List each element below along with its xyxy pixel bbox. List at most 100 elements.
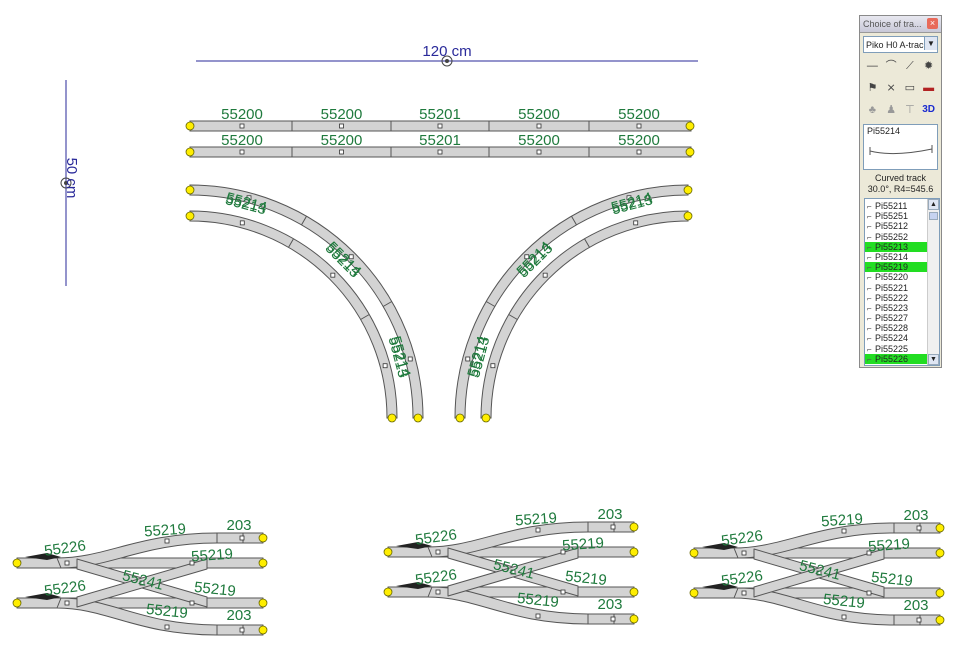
track-center-marker — [189, 600, 195, 606]
track-end-node[interactable] — [185, 147, 195, 157]
accessory-icon[interactable]: ▬ — [923, 82, 935, 94]
window-title-bar[interactable]: Choice of tra... × — [860, 16, 941, 33]
track-end-node[interactable] — [185, 185, 195, 195]
track-center-marker — [866, 550, 872, 556]
scroll-up-icon[interactable]: ▲ — [928, 199, 939, 210]
switch-motor-icon — [396, 542, 432, 549]
dimension-handle-icon[interactable] — [441, 55, 453, 67]
track-end-node[interactable] — [12, 558, 22, 568]
track-end-node[interactable] — [685, 147, 695, 157]
list-item[interactable]: ⌐Pi55223 — [865, 303, 927, 313]
track-end-node[interactable] — [689, 548, 699, 558]
track-label: 55200 — [321, 106, 363, 123]
manufacturer-select-value: Piko H0 A-track — [866, 39, 929, 50]
list-item[interactable]: ⌐Pi55220 — [865, 272, 927, 282]
list-item[interactable]: ⌐Pi55228 — [865, 323, 927, 333]
bridge-icon[interactable]: ⊤ — [905, 104, 915, 116]
manufacturer-select[interactable]: Piko H0 A-track ▼ — [863, 36, 938, 53]
track-end-node[interactable] — [683, 185, 693, 195]
track-type-icon: ⌐ — [867, 303, 872, 313]
track-center-marker — [535, 527, 541, 533]
straight-track-icon[interactable]: — — [866, 60, 878, 72]
track-end-node[interactable] — [629, 614, 639, 624]
track-end-node[interactable] — [629, 587, 639, 597]
close-icon[interactable]: × — [927, 18, 938, 29]
buffer-icon[interactable]: ▭ — [904, 82, 916, 94]
list-item-label: Pi55213 — [875, 241, 909, 252]
switch-icon[interactable]: ⟋ — [906, 60, 914, 72]
track-center-marker — [339, 123, 344, 129]
chevron-down-icon[interactable]: ▼ — [924, 37, 937, 50]
track-type-icon: ⌐ — [867, 354, 872, 364]
track-label: 203 — [597, 596, 622, 613]
track-end-node[interactable] — [258, 598, 268, 608]
list-item[interactable]: ⌐Pi55224 — [865, 333, 927, 343]
track-center-marker — [139, 580, 145, 586]
tree-icon[interactable]: ♣ — [868, 104, 876, 116]
track-end-node[interactable] — [383, 547, 393, 557]
description-line: 30.0°, R4=545.6 — [867, 184, 934, 194]
list-item[interactable]: ⌐Pi55251 — [865, 211, 927, 221]
list-item[interactable]: ⌐Pi55227 — [865, 313, 927, 323]
figure-icon[interactable]: ♟ — [886, 104, 897, 116]
list-item[interactable]: ⌐Pi55212 — [865, 221, 927, 231]
track-end-node[interactable] — [629, 522, 639, 532]
list-item-label: Pi55220 — [875, 272, 909, 283]
list-item[interactable]: ⌐Pi55222 — [865, 293, 927, 303]
scroll-thumb[interactable] — [929, 212, 938, 220]
track-end-node[interactable] — [935, 588, 945, 598]
track-part-list[interactable]: ⌐Pi55211⌐Pi55251⌐Pi55212⌐Pi55252⌐Pi55213… — [864, 198, 940, 366]
crossing-icon[interactable]: ⨯ — [886, 82, 896, 94]
track-end-node[interactable] — [383, 587, 393, 597]
track-center-marker — [465, 356, 471, 362]
crossover-group: 5522655226552195521955219552195524120320… — [383, 506, 639, 625]
track-label: 55219 — [564, 568, 607, 589]
curved-track-icon[interactable]: ⌒ — [885, 60, 897, 72]
track-label: 55226 — [414, 566, 458, 589]
list-item-label: Pi55227 — [875, 313, 909, 324]
track-choice-window[interactable]: Choice of tra... × Piko H0 A-track ▼ — ⌒… — [859, 15, 942, 368]
track-end-node[interactable] — [185, 121, 195, 131]
list-scrollbar[interactable]: ▲ ▼ — [927, 199, 939, 365]
track-end-node[interactable] — [387, 413, 397, 423]
list-item[interactable]: ⌐Pi55219 — [865, 262, 927, 273]
list-item[interactable]: ⌐Pi55213 — [865, 241, 927, 252]
track-end-node[interactable] — [629, 547, 639, 557]
track-end-node[interactable] — [935, 523, 945, 533]
track-end-node[interactable] — [258, 625, 268, 635]
track-center-marker — [524, 254, 530, 260]
list-item[interactable]: ⌐Pi55225 — [865, 344, 927, 354]
track-end-node[interactable] — [685, 121, 695, 131]
track-end-node[interactable] — [185, 211, 195, 221]
track-end-node[interactable] — [413, 413, 423, 423]
track-end-node[interactable] — [455, 413, 465, 423]
track-end-node[interactable] — [689, 588, 699, 598]
track-end-node[interactable] — [258, 558, 268, 568]
list-item[interactable]: ⌐Pi55214 — [865, 252, 927, 262]
track-end-node[interactable] — [683, 211, 693, 221]
turntable-icon[interactable]: ✹ — [924, 60, 934, 72]
track-center-marker — [348, 254, 354, 260]
switch-motor-icon — [25, 553, 61, 560]
track-center-marker — [435, 549, 441, 555]
signal-icon[interactable]: ⚑ — [867, 82, 878, 94]
track-end-node[interactable] — [12, 598, 22, 608]
3d-view-icon[interactable]: 3D — [922, 104, 936, 115]
list-item[interactable]: ⌐Pi55252 — [865, 232, 927, 242]
track-center-marker — [741, 590, 747, 596]
dimension-handle-icon[interactable] — [60, 177, 72, 189]
category-icon-row-3: ♣ ♟ ⊤ 3D — [863, 101, 938, 119]
list-item[interactable]: ⌐Pi55221 — [865, 283, 927, 293]
track-end-node[interactable] — [258, 533, 268, 543]
track-center-marker — [510, 569, 516, 575]
track-end-node[interactable] — [935, 548, 945, 558]
list-item[interactable]: ⌐Pi55211 — [865, 201, 927, 211]
track-center-marker — [382, 363, 388, 369]
track-end-node[interactable] — [935, 615, 945, 625]
track-end-node[interactable] — [481, 413, 491, 423]
switch-motor-icon — [702, 583, 738, 590]
scroll-down-icon[interactable]: ▼ — [928, 354, 939, 365]
list-item[interactable]: ⌐Pi55226 — [865, 353, 927, 364]
track-center-marker — [246, 195, 252, 201]
